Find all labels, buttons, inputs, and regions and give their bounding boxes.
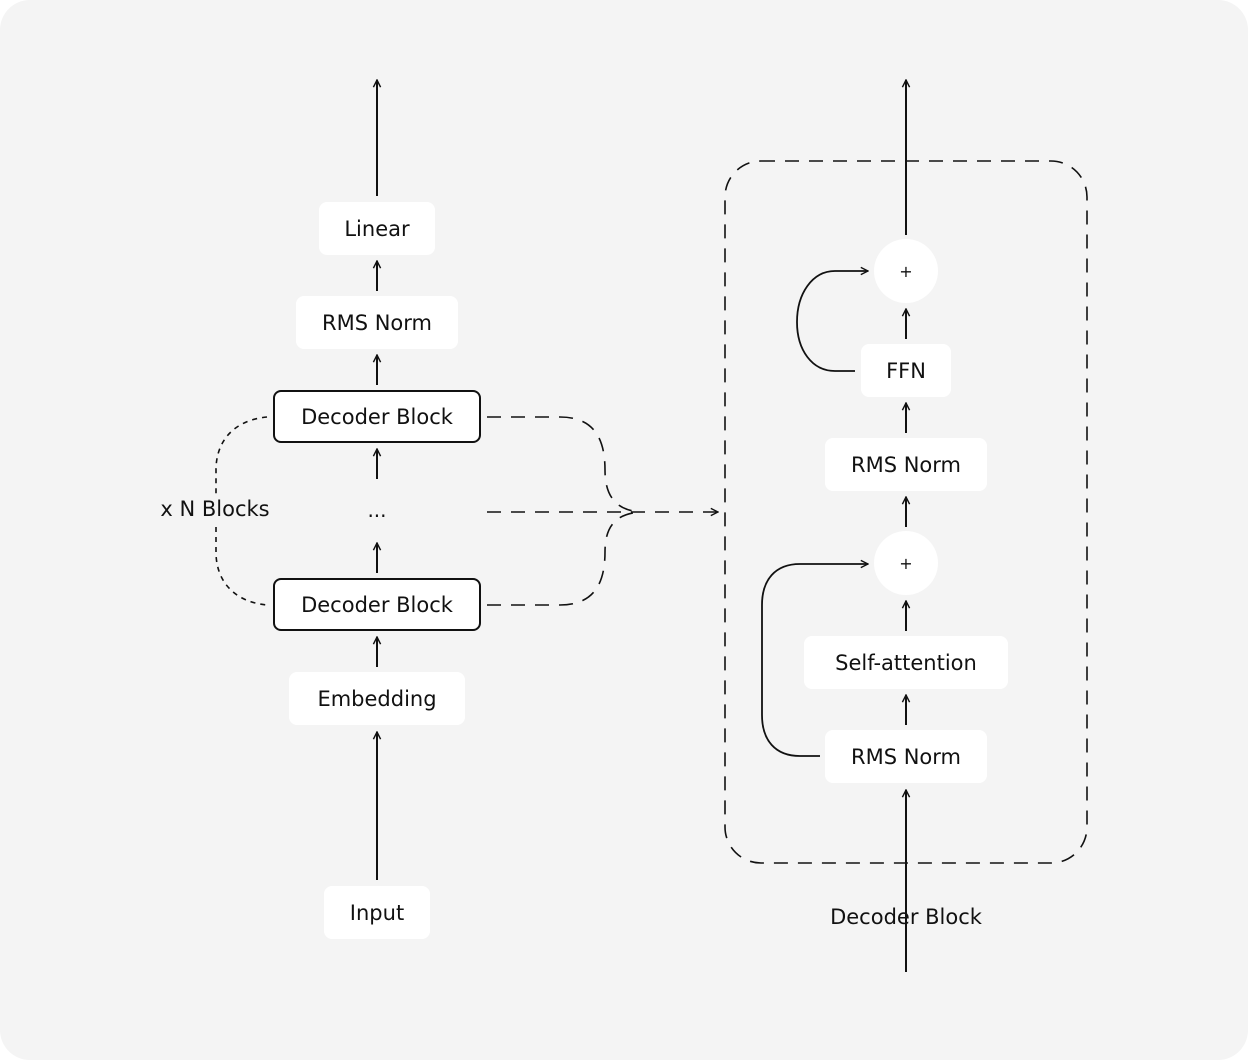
ellipsis-label: ... (367, 498, 387, 522)
add-upper-node: + (874, 239, 938, 303)
rms-norm-upper-box: RMS Norm (825, 438, 987, 491)
input-box: Input (324, 886, 430, 939)
expand-connector-bottom (487, 511, 641, 606)
rms-norm-lower-box: RMS Norm (825, 730, 987, 783)
ffn-box: FFN (861, 344, 951, 397)
repeat-bracket-bottom (215, 527, 268, 606)
embedding-box: Embedding (289, 672, 465, 725)
linear-box: Linear (319, 202, 435, 255)
residual-ffn (796, 271, 868, 372)
repeat-bracket-top (215, 416, 268, 495)
decoder-block-top-box: Decoder Block (273, 390, 481, 443)
repeat-label: x N Blocks (160, 497, 270, 521)
decoder-block-bottom-box: Decoder Block (273, 578, 481, 631)
residual-attention (761, 564, 868, 757)
expand-connector-top (487, 416, 641, 513)
self-attention-box: Self-attention (804, 636, 1008, 689)
rms-norm-box: RMS Norm (296, 296, 458, 349)
add-lower-node: + (874, 531, 938, 595)
decoder-block-input-label: Decoder Block (830, 905, 982, 929)
